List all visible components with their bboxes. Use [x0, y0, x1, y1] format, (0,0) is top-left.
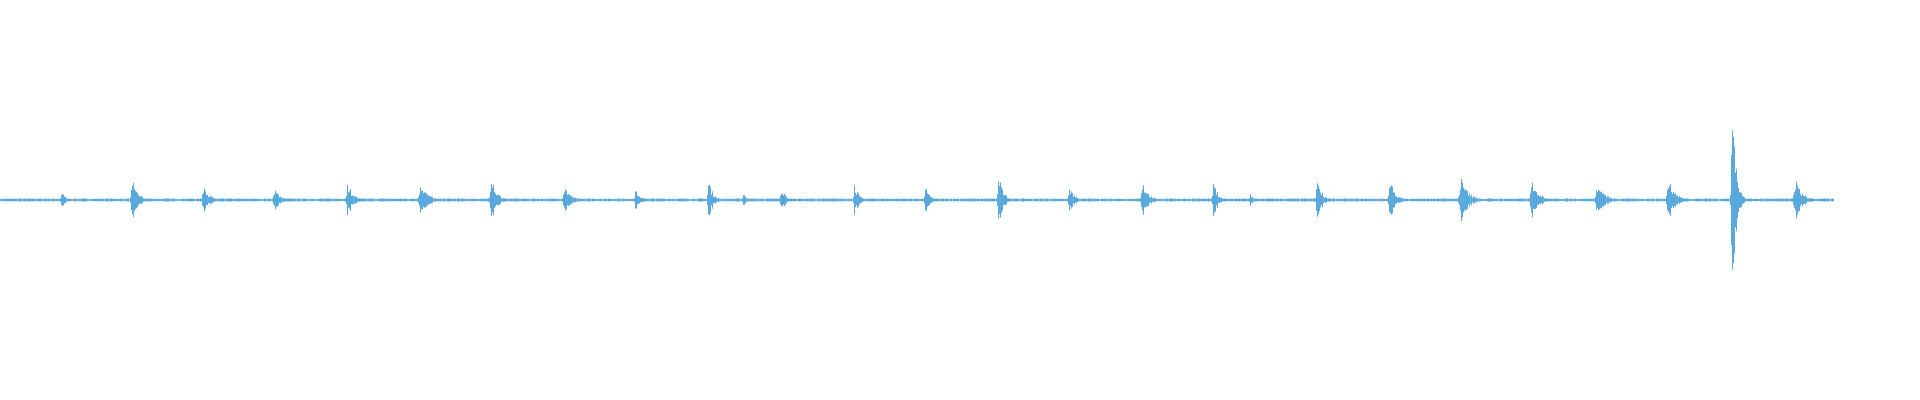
- waveform-trace: [0, 130, 1834, 270]
- waveform-samples: [0, 130, 1834, 270]
